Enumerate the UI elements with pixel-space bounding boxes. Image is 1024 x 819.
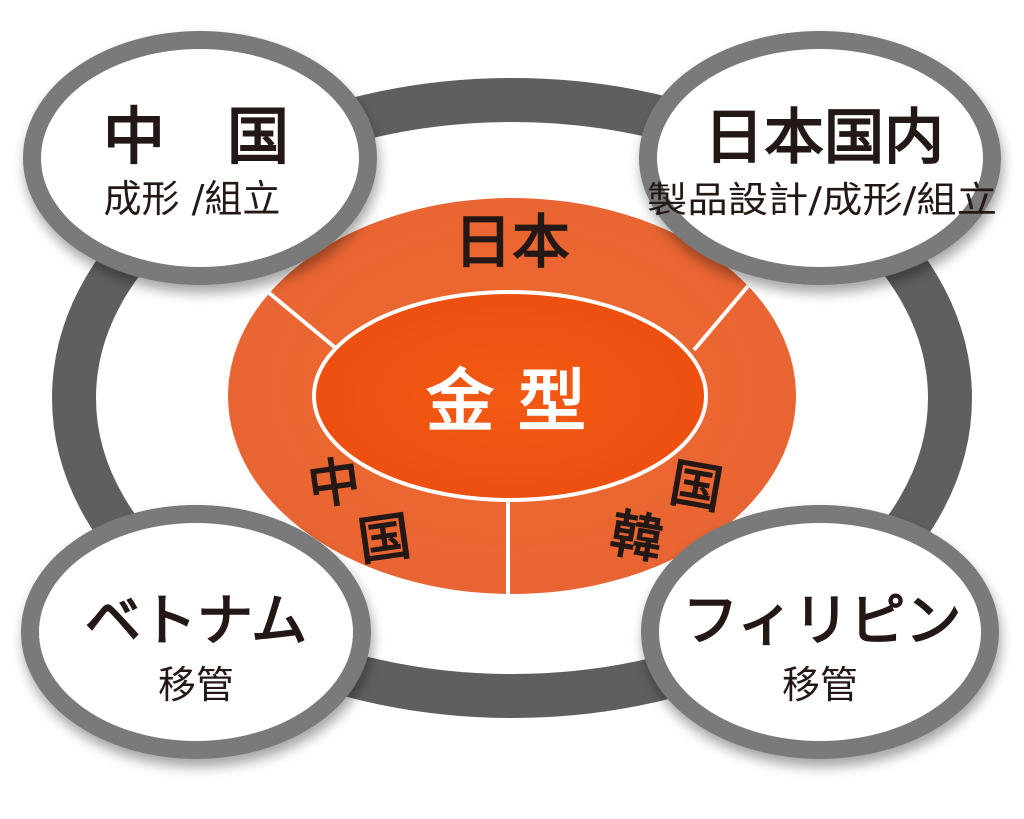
- ring-label-japan: 日本: [454, 208, 570, 276]
- mold-core: [312, 290, 708, 502]
- ring-divider-right: [692, 284, 750, 352]
- node-china: [23, 31, 377, 285]
- core-label-mold: 金 型: [425, 363, 586, 442]
- ring-divider-left: [266, 290, 340, 352]
- node-vietnam: [21, 505, 371, 759]
- ring-label-china-char-2: 国: [355, 506, 415, 573]
- node-japan-domestic-title: 日本国内: [704, 103, 944, 173]
- ring-label-korea: 韓 国: [606, 453, 727, 572]
- node-china-title: 中 国: [103, 100, 289, 173]
- ring-label-china: 中 国: [304, 451, 415, 573]
- node-vietnam-subtitle: 移管: [158, 663, 234, 707]
- node-philippines-title: フィリピン: [683, 589, 962, 654]
- ring-label-china-char-1: 中: [304, 451, 364, 518]
- node-japan-domestic: [639, 31, 1001, 285]
- node-china-subtitle: 成形 /組立: [104, 177, 281, 221]
- node-philippines: [641, 505, 999, 759]
- ring-label-korea-char-2: 国: [665, 453, 727, 521]
- node-philippines-subtitle: 移管: [782, 663, 858, 707]
- node-japan-domestic-subtitle: 製品設計/成形/組立: [647, 180, 997, 221]
- node-vietnam-title: ベトナム: [85, 589, 307, 654]
- ring-label-korea-char-1: 韓: [606, 504, 668, 572]
